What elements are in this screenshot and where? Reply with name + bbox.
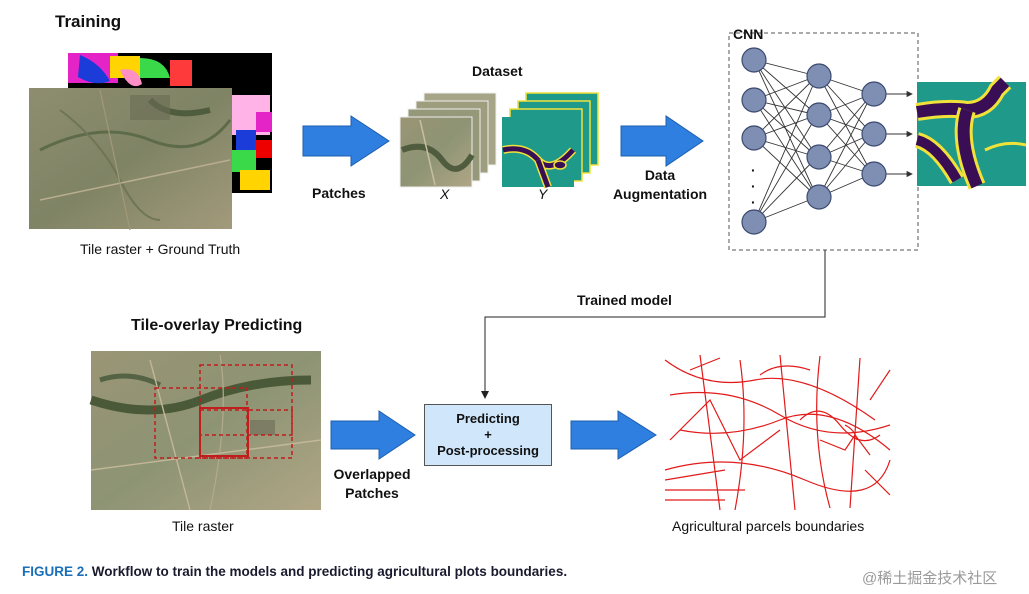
- trained-model-connector: [481, 250, 826, 399]
- overlapped-line1: Overlapped: [333, 466, 411, 482]
- cnn-node: [806, 144, 832, 170]
- cnn-ellipsis: · · ·: [751, 162, 756, 210]
- cnn-node: [741, 47, 767, 73]
- arrow-overlapped-patches: [330, 410, 416, 460]
- figure-caption-text: Workflow to train the models and predict…: [91, 564, 568, 579]
- overlapped-patches-label: Overlapped Patches: [322, 465, 422, 503]
- cnn-node: [806, 184, 832, 210]
- cnn-dot: ·: [751, 194, 756, 210]
- overlapped-line2: Patches: [345, 485, 399, 501]
- figure-number: FIGURE 2.: [22, 564, 89, 579]
- cnn-nodes: [741, 47, 887, 235]
- predicting-box-line1: Predicting: [456, 411, 520, 426]
- figure-caption: FIGURE 2. Workflow to train the models a…: [22, 564, 567, 579]
- arrow-patches: [302, 115, 390, 167]
- arrow-data-augmentation: [620, 115, 704, 167]
- dataset-x-stack: [399, 92, 497, 188]
- cnn-dot: ·: [751, 178, 756, 194]
- predicting-box: Predicting + Post-processing: [424, 404, 552, 466]
- cnn-node: [741, 87, 767, 113]
- cnn-node: [806, 63, 832, 89]
- predicting-box-line3: Post-processing: [437, 443, 539, 458]
- dataset-y-stack: [502, 92, 599, 189]
- patches-label: Patches: [312, 185, 366, 201]
- cnn-output-mask: [914, 75, 1027, 190]
- predicting-title: Tile-overlay Predicting: [131, 317, 303, 334]
- predicting-aerial-image: [89, 351, 322, 511]
- training-title: Training: [55, 12, 122, 31]
- cnn-node: [741, 125, 767, 151]
- predicting-box-line2: +: [484, 427, 492, 442]
- cnn-node: [806, 102, 832, 128]
- cnn-node: [741, 209, 767, 235]
- cnn-connections: [753, 59, 913, 223]
- cnn-label: CNN: [733, 26, 764, 42]
- cnn-node: [861, 121, 887, 147]
- dataset-y-label: Y: [538, 186, 548, 202]
- cnn-dot: ·: [751, 162, 756, 178]
- arrow-to-output: [570, 410, 657, 460]
- cnn-node: [861, 81, 887, 107]
- predicting-tile-caption: Tile raster: [172, 518, 234, 534]
- watermark: @稀土掘金技术社区: [862, 570, 998, 587]
- training-aerial-image: [29, 88, 232, 231]
- dataset-title: Dataset: [472, 63, 523, 79]
- parcel-boundaries-image: [661, 352, 893, 511]
- cnn-node: [861, 161, 887, 187]
- data-augmentation-line2: Augmentation: [612, 186, 708, 202]
- output-caption: Agricultural parcels boundaries: [672, 518, 865, 534]
- data-augmentation-line1: Data: [644, 167, 676, 183]
- training-tile-caption: Tile raster + Ground Truth: [80, 241, 241, 257]
- dataset-x-label: X: [440, 186, 450, 202]
- trained-model-label: Trained model: [577, 292, 672, 308]
- data-augmentation-label: Data Augmentation: [605, 166, 715, 204]
